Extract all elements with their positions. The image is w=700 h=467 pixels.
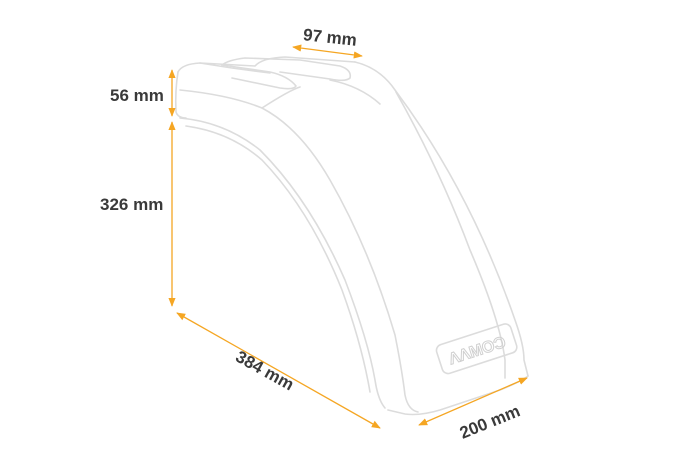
label-384mm: 384 mm <box>232 347 297 394</box>
logo-plate: ΛΛMOϽ <box>435 323 518 375</box>
label-200mm: 200 mm <box>457 401 523 442</box>
dimension-lines <box>168 44 528 429</box>
dim-line-384 <box>176 312 381 429</box>
label-56mm: 56 mm <box>110 86 164 105</box>
fender-outline <box>174 56 529 416</box>
label-97mm: 97 mm <box>302 25 358 50</box>
dim-line-97 <box>292 44 363 59</box>
dim-line-200 <box>418 377 528 426</box>
label-326mm: 326 mm <box>100 195 163 214</box>
